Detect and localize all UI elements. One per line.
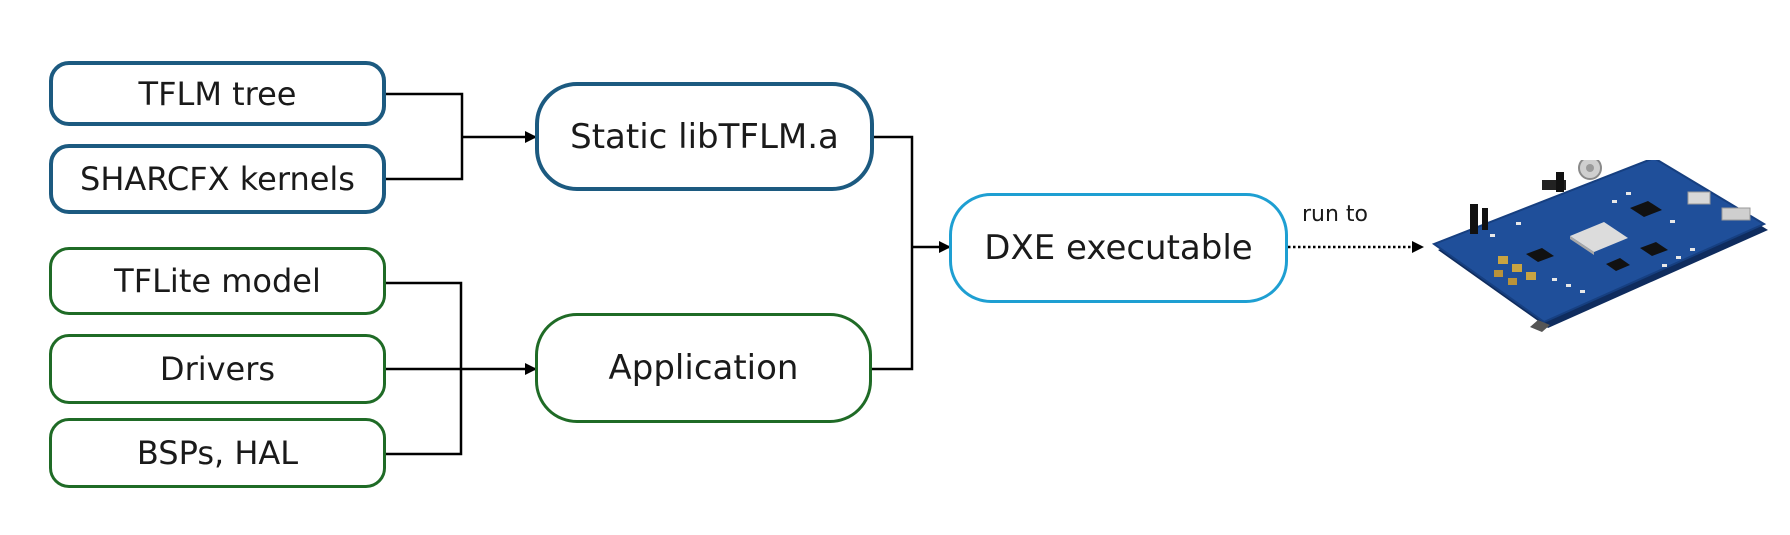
application-box: Application xyxy=(535,313,872,423)
wire-tflm-tree xyxy=(386,92,464,137)
input-tflite-model-label: TFLite model xyxy=(114,262,321,300)
wire-sharcfx xyxy=(386,137,464,181)
wire-library-out xyxy=(874,135,914,247)
wire-application-out xyxy=(872,247,914,371)
input-sharcfx-kernels-label: SHARCFX kernels xyxy=(80,160,355,198)
wire-bsps-hal xyxy=(386,369,463,456)
input-drivers-label: Drivers xyxy=(159,350,276,388)
static-library-label: Static libTFLM.a xyxy=(570,116,839,157)
dev-board-image xyxy=(1431,160,1768,332)
application-label: Application xyxy=(608,348,799,388)
input-tflm-tree-label: TFLM tree xyxy=(138,74,297,113)
dxe-executable-box: DXE executable xyxy=(949,193,1288,303)
wire-tflite-model xyxy=(386,281,463,369)
dxe-executable-label: DXE executable xyxy=(984,228,1253,268)
input-bsps-hal-label: BSPs, HAL xyxy=(136,434,299,472)
input-tflm-tree: TFLM tree xyxy=(49,61,386,126)
input-sharcfx-kernels: SHARCFX kernels xyxy=(49,144,386,214)
input-drivers: Drivers xyxy=(49,334,386,404)
static-library-box: Static libTFLM.a xyxy=(535,82,874,191)
input-bsps-hal: BSPs, HAL xyxy=(49,418,386,488)
run-to-label: run to xyxy=(1302,202,1369,227)
input-tflite-model: TFLite model xyxy=(49,247,386,315)
